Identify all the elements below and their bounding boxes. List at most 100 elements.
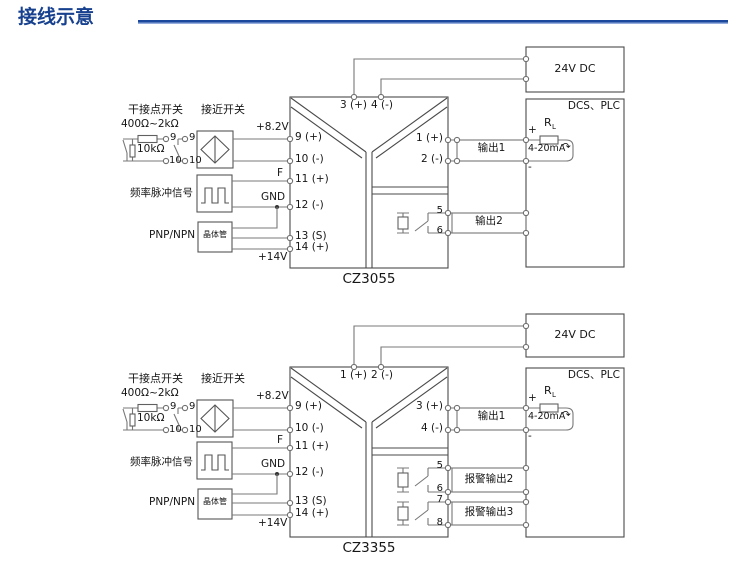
transistor-symbol-1 <box>197 207 290 253</box>
dry-contact-switch-symbol-1 <box>173 138 182 162</box>
terminal-label-11: 11 (+) <box>295 173 329 185</box>
load-resistor-label: R <box>544 116 552 129</box>
dry-contact-label: 干接点开关 <box>128 372 183 385</box>
model-label-cz3055: CZ3055 <box>342 271 396 287</box>
terminal-label-14: 14 (+) <box>295 507 329 519</box>
net1-terminal-10: 10 <box>169 424 182 435</box>
series-resistor-label: 400Ω~2kΩ <box>121 118 179 130</box>
load-resistor-sub: L <box>552 391 556 399</box>
excitation-voltage-label: +8.2V <box>256 121 289 133</box>
proximity-label: 接近开关 <box>201 372 245 385</box>
pulse-signal-symbol-2 <box>196 441 290 480</box>
load-resistor-sub: L <box>552 123 556 131</box>
out-neg-terminal: 4 (-) <box>421 422 443 434</box>
dcs-plc-label: DCS、PLC <box>567 369 620 381</box>
terminal-label-10: 10 (-) <box>295 153 324 165</box>
diagram2-wiring <box>122 313 625 538</box>
power-supply-wiring-1 <box>353 46 625 97</box>
series-resistor-label: 400Ω~2kΩ <box>121 387 179 399</box>
terminal-label-12: 12 (-) <box>295 466 324 478</box>
freq-pulse-label: 频率脉冲信号 <box>130 456 193 468</box>
supply-box-label: 24V DC <box>554 328 596 341</box>
dry-contact-label: 干接点开关 <box>128 103 183 116</box>
terminal-label-11: 11 (+) <box>295 440 329 452</box>
dry-contact-network-2 <box>122 403 163 431</box>
f-label: F <box>277 167 284 179</box>
output-wiring-2 <box>428 407 527 526</box>
transistor-label: 晶体管 <box>203 497 227 506</box>
excitation-voltage-label: +8.2V <box>256 390 289 402</box>
freq-pulse-label: 频率脉冲信号 <box>130 187 193 199</box>
net1-terminal-10: 10 <box>169 155 182 166</box>
net2-terminal-10: 10 <box>189 424 202 435</box>
loop-arrow-icon: ↷ <box>562 409 571 421</box>
parallel-resistor-label: 10kΩ <box>137 412 165 424</box>
supply-box-label: 24V DC <box>554 62 596 75</box>
terminal-label-10: 10 (-) <box>295 422 324 434</box>
output1-label: 输出1 <box>477 142 506 154</box>
load-resistor-label: R <box>544 384 552 397</box>
loop-arrow-icon: ↷ <box>562 141 571 153</box>
diagram1-wiring <box>122 46 625 269</box>
terminal-label-9: 9 (+) <box>295 131 323 143</box>
terminals-1 <box>162 55 530 253</box>
terminal-label-12: 12 (-) <box>295 199 324 211</box>
relay-terminal-6: 6 <box>436 483 443 494</box>
power-pos-terminal: 3 (+) <box>340 99 368 111</box>
power-supply-wiring-2 <box>353 313 625 367</box>
out-pos-terminal: 1 (+) <box>415 132 443 144</box>
output2-label: 输出2 <box>475 215 503 227</box>
proximity-sensor-symbol-2 <box>196 399 290 438</box>
power-neg-terminal: 4 (-) <box>371 99 393 111</box>
pnp-npn-label: PNP/NPN <box>149 496 196 508</box>
loop-current-label: 4-20mA <box>528 143 566 154</box>
relay-contact-2b <box>397 501 429 526</box>
current-loop-1 <box>526 135 574 162</box>
pnp-npn-label: PNP/NPN <box>149 229 196 241</box>
transistor-label: 晶体管 <box>203 230 227 239</box>
relay-terminal-6: 6 <box>436 225 443 236</box>
gnd-label: GND <box>261 191 286 203</box>
terminal-label-14: 14 (+) <box>295 241 329 253</box>
proximity-label: 接近开关 <box>201 103 245 116</box>
terminal-label-13: 13 (S) <box>295 230 327 242</box>
dry-contact-network-1 <box>122 134 163 162</box>
f-label: F <box>277 434 284 446</box>
proximity-sensor-symbol-1 <box>196 130 290 169</box>
relay-contact-1 <box>397 212 429 234</box>
pulse-signal-symbol-1 <box>196 174 290 213</box>
relay-contact-2a <box>397 467 429 493</box>
alarm-output2-label: 报警输出2 <box>464 473 514 485</box>
transistor-symbol-2 <box>197 474 290 520</box>
dcs-plc-box-1 <box>525 98 625 268</box>
relay-terminal-8: 8 <box>436 517 443 528</box>
terminals-2 <box>162 322 530 529</box>
relay-terminal-7: 7 <box>436 494 443 505</box>
net1-terminal-9: 9 <box>170 401 177 412</box>
net2-terminal-10: 10 <box>189 155 202 166</box>
model-label-cz3355: CZ3355 <box>342 540 396 556</box>
loop-current-label: 4-20mA <box>528 411 566 422</box>
dcs-plc-box-2 <box>525 367 625 538</box>
out-neg-terminal: 2 (-) <box>421 153 443 165</box>
dcs-plc-label: DCS、PLC <box>567 100 620 112</box>
loop-minus-label: - <box>528 161 532 173</box>
page-title: 接线示意 <box>18 6 95 28</box>
power-neg-terminal: 2 (-) <box>371 369 393 381</box>
parallel-resistor-label: 10kΩ <box>137 143 165 155</box>
dry-contact-switch-symbol-2 <box>173 407 182 431</box>
v14-label: +14V <box>258 251 288 263</box>
loop-plus-label: + <box>528 392 537 404</box>
net1-terminal-9: 9 <box>170 132 177 143</box>
loop-plus-label: + <box>528 124 537 136</box>
out-pos-terminal: 3 (+) <box>415 400 443 412</box>
net2-terminal-9: 9 <box>189 132 196 143</box>
loop-minus-label: - <box>528 430 532 442</box>
title-rule <box>138 20 728 24</box>
relay-terminal-5: 5 <box>436 205 443 216</box>
relay-terminal-5: 5 <box>436 460 443 471</box>
terminal-label-13: 13 (S) <box>295 495 327 507</box>
power-pos-terminal: 1 (+) <box>340 369 368 381</box>
